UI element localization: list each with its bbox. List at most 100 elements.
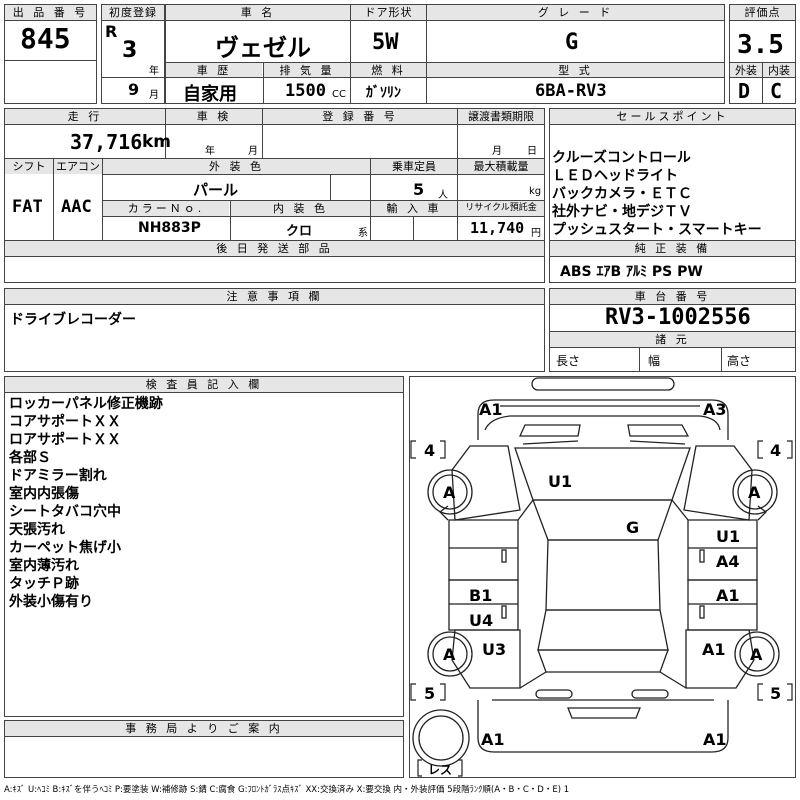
mileage-label: 走 行 xyxy=(5,109,165,124)
interior-grade: C xyxy=(770,79,783,103)
car-name-label: 車 名 xyxy=(166,5,350,20)
damage-hood: U1 xyxy=(548,472,573,491)
inspector-note: コアサポートＸＸ xyxy=(9,414,121,430)
inspector-note: カーペット焦げ小 xyxy=(9,540,121,556)
transfer-deadline-label: 譲渡書類期限 xyxy=(458,109,544,124)
inspection-month-unit: 月 xyxy=(248,146,258,157)
reg-number-label: 登 録 番 号 xyxy=(263,109,457,124)
spare-tyre-status: レス xyxy=(428,763,453,777)
int-color: クロ xyxy=(286,224,313,239)
shift-type: FAT xyxy=(12,197,43,217)
chassis-box xyxy=(549,288,796,372)
damage-roof: G xyxy=(626,518,640,537)
kei-unit: 系 xyxy=(358,228,368,239)
capacity-label: 乗車定員 xyxy=(371,159,457,174)
tyre-front-left: 4 xyxy=(424,441,436,460)
first-registration-label: 初度登録 xyxy=(102,5,164,20)
notes-text: ドライブレコーダー xyxy=(10,312,136,328)
inspector-note: タッチＰ跡 xyxy=(9,576,79,592)
inspector-note: 室内薄汚れ xyxy=(9,558,79,574)
damage-door-rl-1: B1 xyxy=(469,586,493,605)
length-label: 長さ xyxy=(556,354,581,368)
damage-diagram-box xyxy=(409,376,796,778)
history-label: 車 歴 xyxy=(166,63,262,78)
vehicle-history: 自家用 xyxy=(183,84,237,105)
color-no-label: カラーＮｏ. xyxy=(103,201,229,216)
height-label: 高さ xyxy=(727,354,752,368)
sales-point-item: プッシュスタート・スマートキー xyxy=(552,222,762,238)
sales-point-item: クルーズコントロール xyxy=(552,150,691,166)
int-color-label: 内 装 色 xyxy=(231,201,370,216)
damage-front-right: A3 xyxy=(703,400,727,419)
inspector-note: ドアミラー割れ xyxy=(9,468,107,484)
damage-wheel-rear-right: A xyxy=(750,645,763,664)
later-parts-label: 後 日 発 送 部 品 xyxy=(5,241,544,256)
sales-point-item: ＬＥＤヘッドライト xyxy=(552,168,678,184)
chassis-label: 車 台 番 号 xyxy=(550,289,795,304)
damage-rear-left: A1 xyxy=(481,730,505,749)
aircon-type: AAC xyxy=(61,197,92,217)
reg-month: 9 xyxy=(128,80,140,99)
fuel-type: ｶﾞｿﾘﾝ xyxy=(366,85,401,101)
inspection-year-unit: 年 xyxy=(205,146,215,157)
damage-wheel-front-left: A xyxy=(443,483,456,502)
damage-rear-right: A1 xyxy=(703,730,727,749)
cc-unit: CC xyxy=(332,89,346,100)
inspector-box xyxy=(4,376,404,717)
inspector-note: シートタバコ穴中 xyxy=(9,504,121,520)
door-label: ドア形状 xyxy=(351,5,426,20)
standard-equipment-label: 純 正 装 備 xyxy=(550,241,795,256)
chassis-number: RV3-1002556 xyxy=(605,305,751,330)
mileage-unit: km xyxy=(142,132,172,152)
damage-quarter-left: U3 xyxy=(482,640,507,659)
tyre-rear-right: 5 xyxy=(770,684,782,703)
transfer-month-unit: 月 xyxy=(492,146,502,157)
damage-door-fr-1: U1 xyxy=(716,527,741,546)
lot-number-box xyxy=(4,4,97,104)
displacement-label: 排 気 量 xyxy=(264,63,350,78)
grade-label: グ レ ー ド xyxy=(427,5,724,20)
tyre-rear-left: 5 xyxy=(424,684,436,703)
model-code-label: 型 式 xyxy=(427,63,724,78)
exterior-label: 外装 xyxy=(730,63,762,78)
standard-equipment: ABS ｴｱB ｱﾙﾐ PS PW xyxy=(560,264,703,280)
fuel-label: 燃 料 xyxy=(351,63,426,78)
door-type: 5W xyxy=(372,30,399,55)
overall-score: 3.5 xyxy=(737,30,784,60)
damage-wheel-rear-left: A xyxy=(443,645,456,664)
capacity: 5 xyxy=(413,180,425,199)
shift-label: シフト xyxy=(5,159,53,174)
width-label: 幅 xyxy=(648,354,661,368)
inspector-note: 天張汚れ xyxy=(9,522,65,538)
import-label: 輸 入 車 xyxy=(371,201,457,216)
legend-footer: A:ｷｽﾞ U:ﾍｺﾐ B:ｷｽﾞを伴うﾍｺﾐ P:要塗装 W:補修跡 S:錆 … xyxy=(4,785,570,795)
yen-unit: 円 xyxy=(531,228,541,239)
damage-front-left: A1 xyxy=(479,400,503,419)
inspector-label: 検 査 員 記 入 欄 xyxy=(5,377,403,392)
sales-point-item: バックカメラ・ＥＴＣ xyxy=(552,186,692,202)
damage-quarter-right: A1 xyxy=(702,640,726,659)
transfer-day-unit: 日 xyxy=(527,146,537,157)
ext-color: パール xyxy=(193,181,239,199)
sales-point-item: 社外ナビ・地デジＴＶ xyxy=(552,204,692,220)
inspector-note: 外装小傷有り xyxy=(9,594,93,610)
exterior-grade: D xyxy=(738,79,751,103)
inspection-label: 車 検 xyxy=(166,109,262,124)
notes-box xyxy=(4,288,545,372)
mileage: 37,716 xyxy=(70,130,143,154)
recycle-fee: 11,740 xyxy=(470,219,525,237)
damage-door-fr-2: A4 xyxy=(716,552,740,571)
inspector-note: 室内内張傷 xyxy=(9,486,79,502)
ext-color-label: 外 装 色 xyxy=(103,159,370,174)
office-box xyxy=(4,720,404,778)
damage-door-rl-2: U4 xyxy=(469,611,494,630)
vehicle-info-box xyxy=(4,108,545,283)
damage-door-rr: A1 xyxy=(716,586,740,605)
car-diagram xyxy=(410,377,793,777)
model-code: 6BA-RV3 xyxy=(535,81,607,101)
notes-label: 注 意 事 項 欄 xyxy=(5,289,544,304)
first-registration-box xyxy=(101,4,165,104)
sales-points-label: セールスポイント xyxy=(550,109,795,124)
spec-label: 諸 元 xyxy=(550,332,795,347)
lot-number: 845 xyxy=(20,22,71,55)
